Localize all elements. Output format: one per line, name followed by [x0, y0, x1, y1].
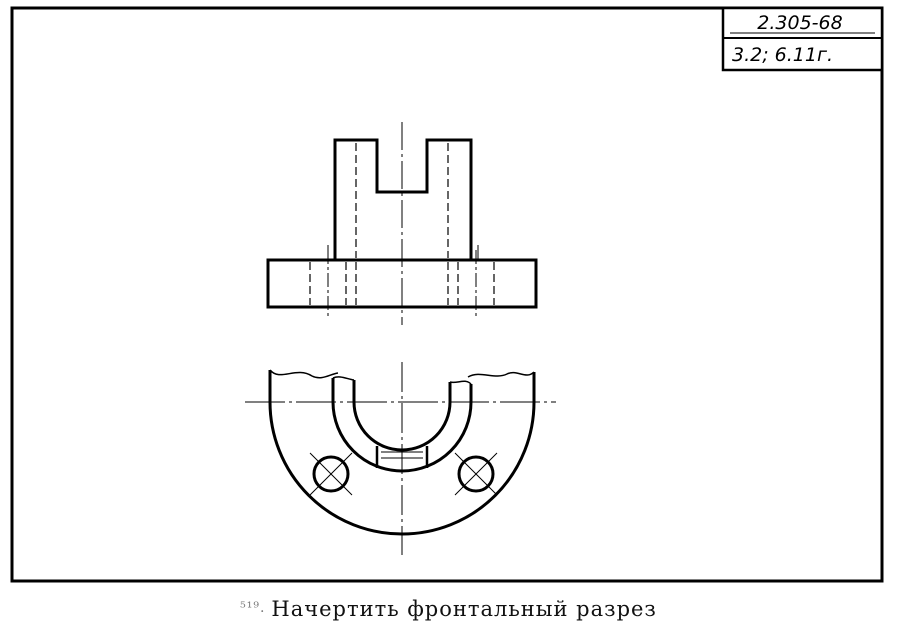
front-view — [266, 122, 538, 325]
exercise-text: Начертить фронтальный разрез — [271, 597, 657, 621]
top-view — [245, 362, 556, 555]
break-line — [269, 369, 535, 379]
base-flange — [266, 258, 538, 309]
boss-bore-arc — [352, 380, 452, 452]
drawing-frame — [10, 6, 884, 583]
bolt-hole-left — [309, 452, 353, 496]
stamp-standard-number: 2.305-68 — [757, 12, 842, 34]
exercise-number: ⁵¹⁹. — [240, 600, 266, 616]
exercise-caption: ⁵¹⁹. Начертить фронтальный разрез — [0, 597, 897, 621]
boss-outline — [333, 138, 473, 260]
bolt-hole-right — [454, 452, 498, 496]
stamp-reference: 3.2; 6.11г. — [732, 44, 833, 66]
flange-outline — [268, 370, 536, 536]
title-stamp: 2.305-68 3.2; 6.11г. — [721, 6, 884, 72]
boss-outer-arc — [331, 378, 473, 473]
